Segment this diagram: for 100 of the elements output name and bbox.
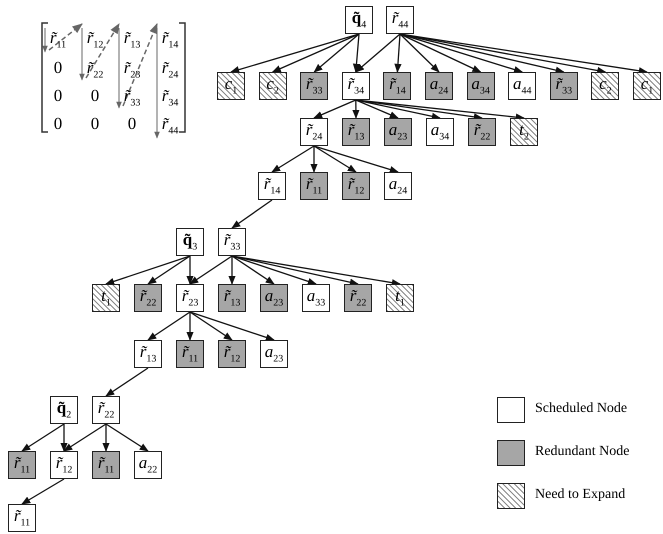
scheduled-node <box>384 172 412 200</box>
node-label: r̃$_{11}$ <box>182 343 198 365</box>
arrow <box>314 34 360 73</box>
arrow <box>189 255 232 285</box>
node-label: a$_{34}$ <box>430 121 450 143</box>
matrix-entry: r̃$_{22}$ <box>86 59 104 80</box>
node-label: t$_{2}$ <box>519 121 529 143</box>
arrow <box>271 145 314 173</box>
redundant-node <box>176 340 204 368</box>
expand-node <box>510 118 538 146</box>
redundant-node <box>466 72 495 100</box>
node-label: r̃$_{34}$ <box>347 75 364 97</box>
node-label: r̃$_{13}$ <box>348 121 364 143</box>
arrow <box>106 423 149 452</box>
matrix-entry: r̃$_{14}$ <box>160 29 180 50</box>
matrix-entry: 0 <box>90 87 100 104</box>
scheduled-node <box>258 172 286 200</box>
node-label: r̃$_{33}$ <box>224 231 240 253</box>
node-label: r̃$_{14}$ <box>264 175 280 197</box>
scheduled-node <box>176 284 204 312</box>
node-label: a$_{34}$ <box>471 75 490 97</box>
matrix-entry: r̃$_{23}$ <box>122 59 142 80</box>
matrix-entry: r̃$_{12}$ <box>86 29 104 50</box>
redundant-node <box>134 284 162 312</box>
node-label: c$_{1}$ <box>224 75 238 97</box>
redundant-node <box>342 172 370 200</box>
node-label: r̃$_{22}$ <box>474 121 490 143</box>
scheduled-node <box>50 396 78 424</box>
arrow <box>400 34 440 73</box>
arrow <box>186 312 194 341</box>
node-label: c$_{2}$ <box>599 75 612 97</box>
expand-node <box>386 284 414 312</box>
arrow <box>272 33 360 73</box>
matrix-entry: r̃$_{34}$ <box>160 87 180 108</box>
scheduled-node <box>386 6 414 34</box>
node-label: r̃$_{23}$ <box>182 287 198 309</box>
node-label: r̃$_{13}$ <box>140 343 156 365</box>
redundant-node <box>300 72 328 100</box>
arrow <box>63 423 106 452</box>
arrow <box>394 34 402 73</box>
legend-label: Scheduled Node <box>535 401 628 417</box>
arrow <box>352 100 360 119</box>
arrow <box>147 311 190 341</box>
scheduled-node <box>134 340 162 368</box>
node-label: r̃$_{12}$ <box>224 343 240 365</box>
node-label: r̃$_{33}$ <box>306 75 322 97</box>
legend-label: Redundant Node <box>535 444 630 460</box>
node-label: t$_{1}$ <box>101 287 111 309</box>
arrow <box>352 34 360 73</box>
node-label: a$_{24}$ <box>430 75 448 97</box>
node-label: r̃$_{11}$ <box>14 507 30 529</box>
node-label: a$_{22}$ <box>138 454 158 476</box>
matrix-entry: r̃$_{44}$ <box>160 115 180 136</box>
scheduled-node <box>8 504 36 532</box>
arrow <box>186 256 194 285</box>
arrow <box>102 424 110 452</box>
matrix-entry: 0 <box>126 115 138 132</box>
matrix-entry: r̃$_{24}$ <box>160 59 180 80</box>
node-label: r̃$_{22}$ <box>98 399 114 421</box>
scheduled-node <box>260 340 288 368</box>
arrow <box>21 423 64 452</box>
matrix-entry: 0 <box>90 115 100 132</box>
arrow <box>21 478 64 505</box>
scheduled-node <box>134 451 162 479</box>
scheduled-node <box>218 228 246 256</box>
redundant-node <box>344 284 372 312</box>
node-label: a$_{44}$ <box>512 75 532 97</box>
redundant-node <box>342 118 370 146</box>
arrow <box>232 255 317 285</box>
expand-node <box>591 72 620 100</box>
node-label: r̃$_{24}$ <box>306 121 322 143</box>
node-label: r̃$_{33}$ <box>555 75 572 97</box>
expand-node <box>633 72 661 100</box>
arrow <box>355 34 400 73</box>
redundant-node <box>260 284 288 312</box>
arrow <box>232 255 275 285</box>
matrix-entry: r̃$_{13}$ <box>122 29 142 50</box>
arrow <box>400 33 482 73</box>
arrow <box>310 146 318 173</box>
node-label: t$_{1}$ <box>395 287 405 309</box>
scheduled-node <box>426 118 454 146</box>
node-label: r̃$_{13}$ <box>224 287 240 309</box>
node-label: r̃$_{12}$ <box>56 454 72 476</box>
arrow <box>228 256 236 285</box>
arrow <box>190 311 275 341</box>
expand-node <box>217 72 245 100</box>
expand-node <box>92 284 120 312</box>
redundant-node <box>300 172 328 200</box>
scheduled-node <box>345 6 373 34</box>
redundant-node <box>218 284 246 312</box>
matrix-entry: r̃$_{11}$ <box>48 29 68 50</box>
arrow <box>105 255 190 285</box>
node-label: r̃$_{11}$ <box>14 454 30 476</box>
scheduled-node <box>508 72 536 100</box>
arrow <box>356 99 399 119</box>
matrix-entry: 0 <box>52 115 64 132</box>
arrow <box>105 367 148 397</box>
arrow <box>231 199 272 229</box>
arrow <box>314 145 357 173</box>
node-label: r̃$_{22}$ <box>140 287 156 309</box>
